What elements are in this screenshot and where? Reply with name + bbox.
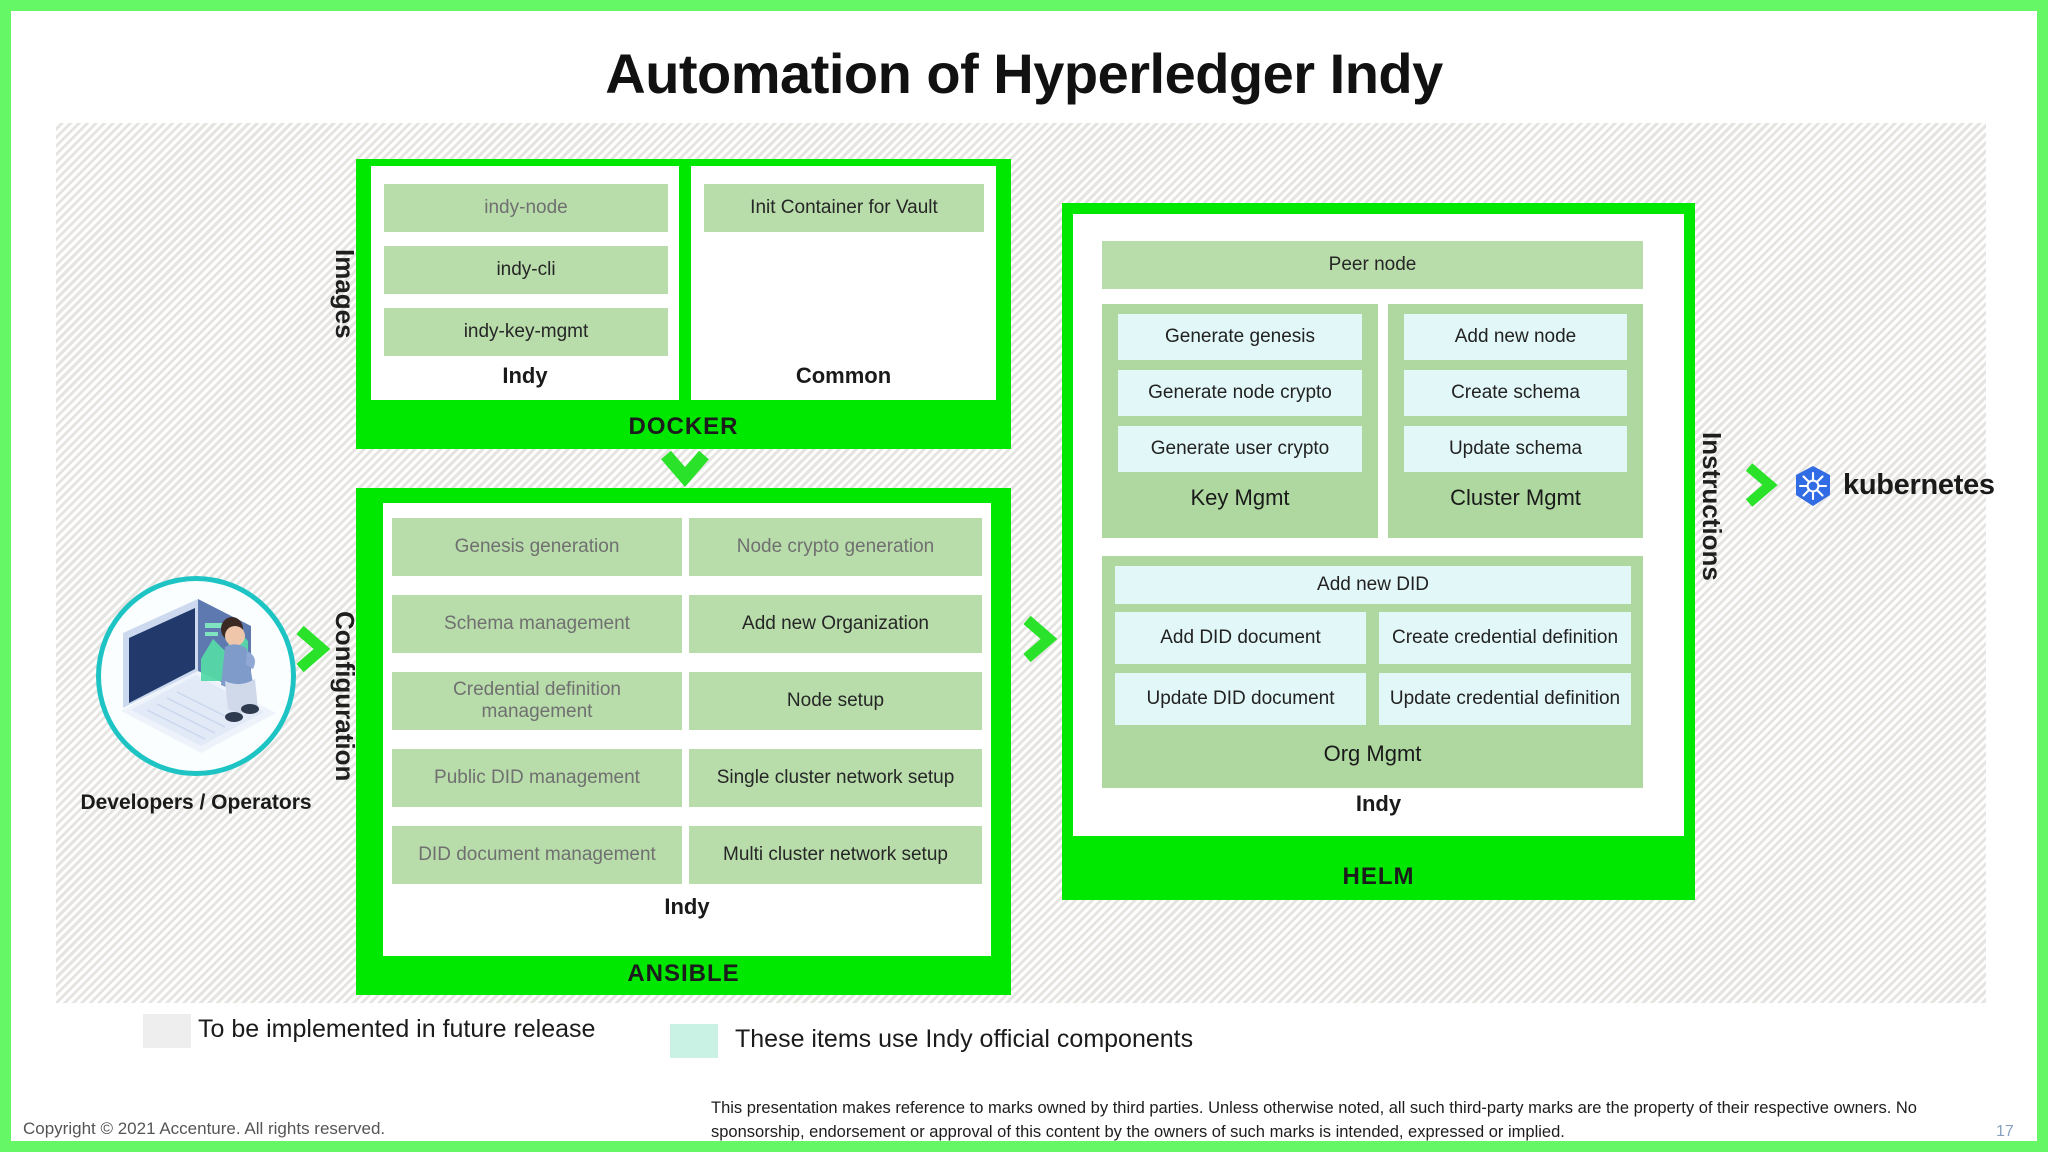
helm-caption-cluster-mgmt: Cluster Mgmt — [1450, 485, 1581, 510]
developers-illustration — [96, 576, 296, 776]
ansible-item-node-setup[interactable]: Node setup — [689, 672, 982, 730]
legend-swatch-official — [670, 1024, 718, 1058]
ansible-banner: ANSIBLE — [627, 960, 740, 987]
helm-item-create-schema[interactable]: Create schema — [1404, 370, 1627, 416]
docker-item-indy-key-mgmt[interactable]: indy-key-mgmt — [384, 308, 668, 356]
docker-caption-common: Common — [795, 363, 892, 388]
label-images: Images — [330, 249, 360, 339]
arrow-dev-to-config-icon — [294, 625, 331, 677]
helm-item-add-did-document[interactable]: Add DID document — [1115, 612, 1366, 664]
ansible-item-single-cluster-network-setup[interactable]: Single cluster network setup — [689, 749, 982, 807]
helm-item-generate-node-crypto[interactable]: Generate node crypto — [1118, 370, 1362, 416]
ansible-item-schema-management[interactable]: Schema management — [392, 595, 682, 653]
helm-item-update-schema[interactable]: Update schema — [1404, 426, 1627, 472]
helm-inner-box: Peer node Generate genesis Generate node… — [1073, 214, 1684, 836]
helm-item-update-credential-definition[interactable]: Update credential definition — [1379, 673, 1631, 725]
legend-text-official: These items use Indy official components — [735, 1025, 1194, 1053]
legend-swatch-future — [143, 1014, 191, 1048]
arrow-docker-to-ansible-icon — [661, 449, 709, 492]
ansible-item-credential-definition-management[interactable]: Credential definition management — [392, 672, 682, 730]
footer-page-number: 17 — [1996, 1123, 2014, 1140]
docker-group-common: Init Container for Vault Common — [691, 166, 996, 400]
docker-banner: DOCKER — [628, 413, 739, 440]
docker-item-indy-node[interactable]: indy-node — [384, 184, 668, 232]
developers-label: Developers / Operators — [80, 791, 312, 814]
helm-item-update-did-document[interactable]: Update DID document — [1115, 673, 1366, 725]
helm-caption-org-mgmt: Org Mgmt — [1323, 741, 1422, 766]
helm-caption-indy: Indy — [1355, 791, 1402, 816]
helm-item-peer-node[interactable]: Peer node — [1102, 241, 1643, 289]
docker-caption-indy: Indy — [502, 363, 548, 388]
helm-item-add-new-node[interactable]: Add new node — [1404, 314, 1627, 360]
slide-canvas: Automation of Hyperledger Indy — [11, 11, 2037, 1141]
ansible-item-add-new-organization[interactable]: Add new Organization — [689, 595, 982, 653]
helm-item-generate-genesis[interactable]: Generate genesis — [1118, 314, 1362, 360]
laptop-person-icon — [121, 599, 276, 753]
label-configuration: Configuration — [330, 610, 360, 782]
arrow-helm-to-k8s-icon — [1744, 463, 1778, 512]
docker-item-init-container-vault[interactable]: Init Container for Vault — [704, 184, 984, 232]
ansible-item-public-did-management[interactable]: Public DID management — [392, 749, 682, 807]
kubernetes-logo-icon — [1791, 464, 1835, 513]
helm-caption-key-mgmt: Key Mgmt — [1190, 485, 1290, 510]
ansible-item-genesis-generation[interactable]: Genesis generation — [392, 518, 682, 576]
helm-subpanel-cluster-mgmt: Add new node Create schema Update schema… — [1388, 304, 1643, 538]
ansible-caption-indy: Indy — [664, 894, 710, 919]
legend-text-future: To be implemented in future release — [198, 1015, 596, 1043]
docker-group-indy: indy-node indy-cli indy-key-mgmt Indy — [371, 166, 679, 400]
label-instructions: Instructions — [1697, 431, 1727, 581]
page-title: Automation of Hyperledger Indy — [605, 42, 1443, 105]
helm-banner: HELM — [1342, 863, 1415, 890]
helm-item-generate-user-crypto[interactable]: Generate user crypto — [1118, 426, 1362, 472]
arrow-ansible-to-helm-icon — [1021, 615, 1058, 667]
helm-item-add-new-did[interactable]: Add new DID — [1115, 566, 1631, 604]
footer-copyright: Copyright © 2021 Accenture. All rights r… — [23, 1119, 386, 1138]
docker-item-indy-cli[interactable]: indy-cli — [384, 246, 668, 294]
kubernetes-label: kubernetes — [1843, 469, 1995, 501]
footer-disclaimer: This presentation makes reference to mar… — [711, 1099, 1917, 1141]
ansible-item-did-document-management[interactable]: DID document management — [392, 826, 682, 884]
ansible-item-node-crypto-generation[interactable]: Node crypto generation — [689, 518, 982, 576]
helm-subpanel-key-mgmt: Generate genesis Generate node crypto Ge… — [1102, 304, 1378, 538]
ansible-inner-box: Genesis generation Schema management Cre… — [383, 503, 991, 956]
helm-item-create-credential-definition[interactable]: Create credential definition — [1379, 612, 1631, 664]
helm-subpanel-org-mgmt: Add new DID Add DID document Create cred… — [1102, 556, 1643, 788]
ansible-item-multi-cluster-network-setup[interactable]: Multi cluster network setup — [689, 826, 982, 884]
